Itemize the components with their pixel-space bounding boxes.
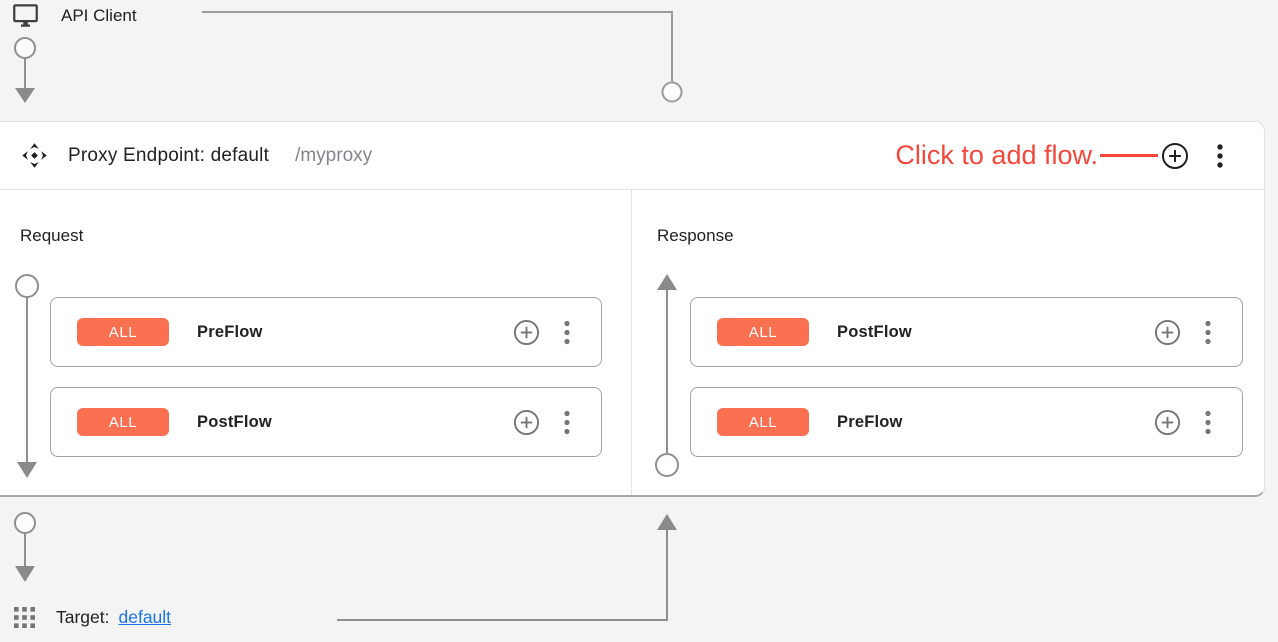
request-response-divider xyxy=(631,190,632,495)
flow-card-request-postflow[interactable]: ALL PostFlow xyxy=(50,387,602,457)
flow-menu-button[interactable] xyxy=(563,409,571,436)
target-label: Target: xyxy=(56,607,110,627)
annotation-arrow-line xyxy=(1100,154,1158,157)
proxy-to-target-rail xyxy=(14,512,36,582)
add-policy-button[interactable] xyxy=(513,319,540,346)
flow-name: PreFlow xyxy=(197,322,263,341)
api-client-rail xyxy=(14,37,36,103)
add-policy-button[interactable] xyxy=(513,409,540,436)
flow-menu-button[interactable] xyxy=(563,319,571,346)
endpoint-menu-button[interactable] xyxy=(1216,142,1224,170)
proxy-endpoint-header: Proxy Endpoint: default /myproxy Click t… xyxy=(0,122,1264,190)
request-panel-label: Request xyxy=(20,226,84,245)
flow-card-response-preflow[interactable]: ALL PreFlow xyxy=(690,387,1243,457)
condition-badge: ALL xyxy=(717,318,809,346)
proxy-endpoint-card: Proxy Endpoint: default /myproxy Click t… xyxy=(0,121,1265,497)
condition-badge: ALL xyxy=(77,318,169,346)
target-to-response-connector xyxy=(337,514,677,621)
desktop-monitor-icon xyxy=(12,2,39,29)
target-default-link[interactable]: default xyxy=(118,607,172,627)
add-policy-button[interactable] xyxy=(1154,319,1181,346)
api-client-label: API Client xyxy=(61,5,137,25)
response-panel-label: Response xyxy=(657,226,734,245)
flow-card-response-postflow[interactable]: ALL PostFlow xyxy=(690,297,1243,367)
flow-card-request-preflow[interactable]: ALL PreFlow xyxy=(50,297,602,367)
add-policy-button[interactable] xyxy=(1154,409,1181,436)
add-flow-button[interactable] xyxy=(1161,142,1189,170)
flow-name: PreFlow xyxy=(837,412,903,431)
grid-icon xyxy=(14,607,35,628)
open-with-endpoint-icon xyxy=(20,141,49,170)
proxy-endpoint-basepath: /myproxy xyxy=(295,144,373,166)
flow-name: PostFlow xyxy=(197,412,272,431)
client-to-proxy-connector xyxy=(202,11,683,103)
click-to-add-flow-annotation: Click to add flow. xyxy=(895,140,1098,170)
condition-badge: ALL xyxy=(717,408,809,436)
condition-badge: ALL xyxy=(77,408,169,436)
api-client-node: API Client xyxy=(12,2,137,29)
flow-menu-button[interactable] xyxy=(1204,319,1212,346)
target-node: Target: default xyxy=(14,607,171,628)
proxy-endpoint-title: Proxy Endpoint: default xyxy=(68,144,270,166)
flow-menu-button[interactable] xyxy=(1204,409,1212,436)
flow-name: PostFlow xyxy=(837,322,912,341)
